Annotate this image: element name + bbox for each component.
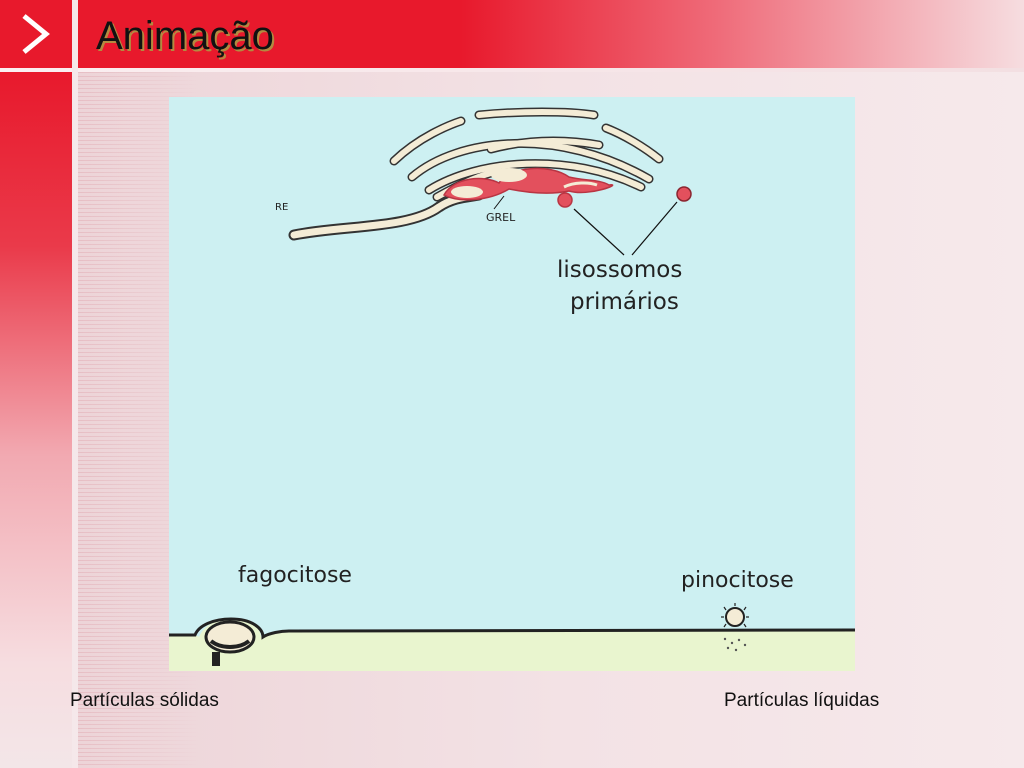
label-primarios: primários bbox=[570, 289, 679, 315]
label-fagocitose: fagocitose bbox=[238, 563, 352, 588]
pinocytosis-vesicle bbox=[721, 603, 749, 652]
label-grel: GREL bbox=[486, 211, 516, 224]
caption-solid-particles: Partículas sólidas bbox=[70, 690, 219, 711]
header-nav-box[interactable] bbox=[0, 0, 72, 68]
label-re: RE bbox=[275, 202, 289, 213]
header-divider-line bbox=[0, 68, 1024, 72]
label-pinocitose: pinocitose bbox=[681, 568, 794, 593]
cell-diagram bbox=[169, 107, 855, 671]
label-lisossomos: lisossomos bbox=[557, 257, 683, 283]
phagocytosis-vesicle bbox=[204, 620, 256, 666]
caption-liquid-particles: Partículas líquidas bbox=[724, 690, 880, 711]
cell-membrane bbox=[169, 619, 855, 671]
grel-network bbox=[442, 167, 692, 208]
slide-title: Animação bbox=[96, 14, 274, 58]
slide-header bbox=[0, 0, 1024, 68]
chevron-right-icon[interactable] bbox=[0, 0, 72, 68]
left-accent-band bbox=[0, 72, 72, 768]
cell-illustration: RE GREL lisossomos primários fagocitose … bbox=[169, 97, 855, 671]
vertical-divider bbox=[72, 0, 78, 768]
